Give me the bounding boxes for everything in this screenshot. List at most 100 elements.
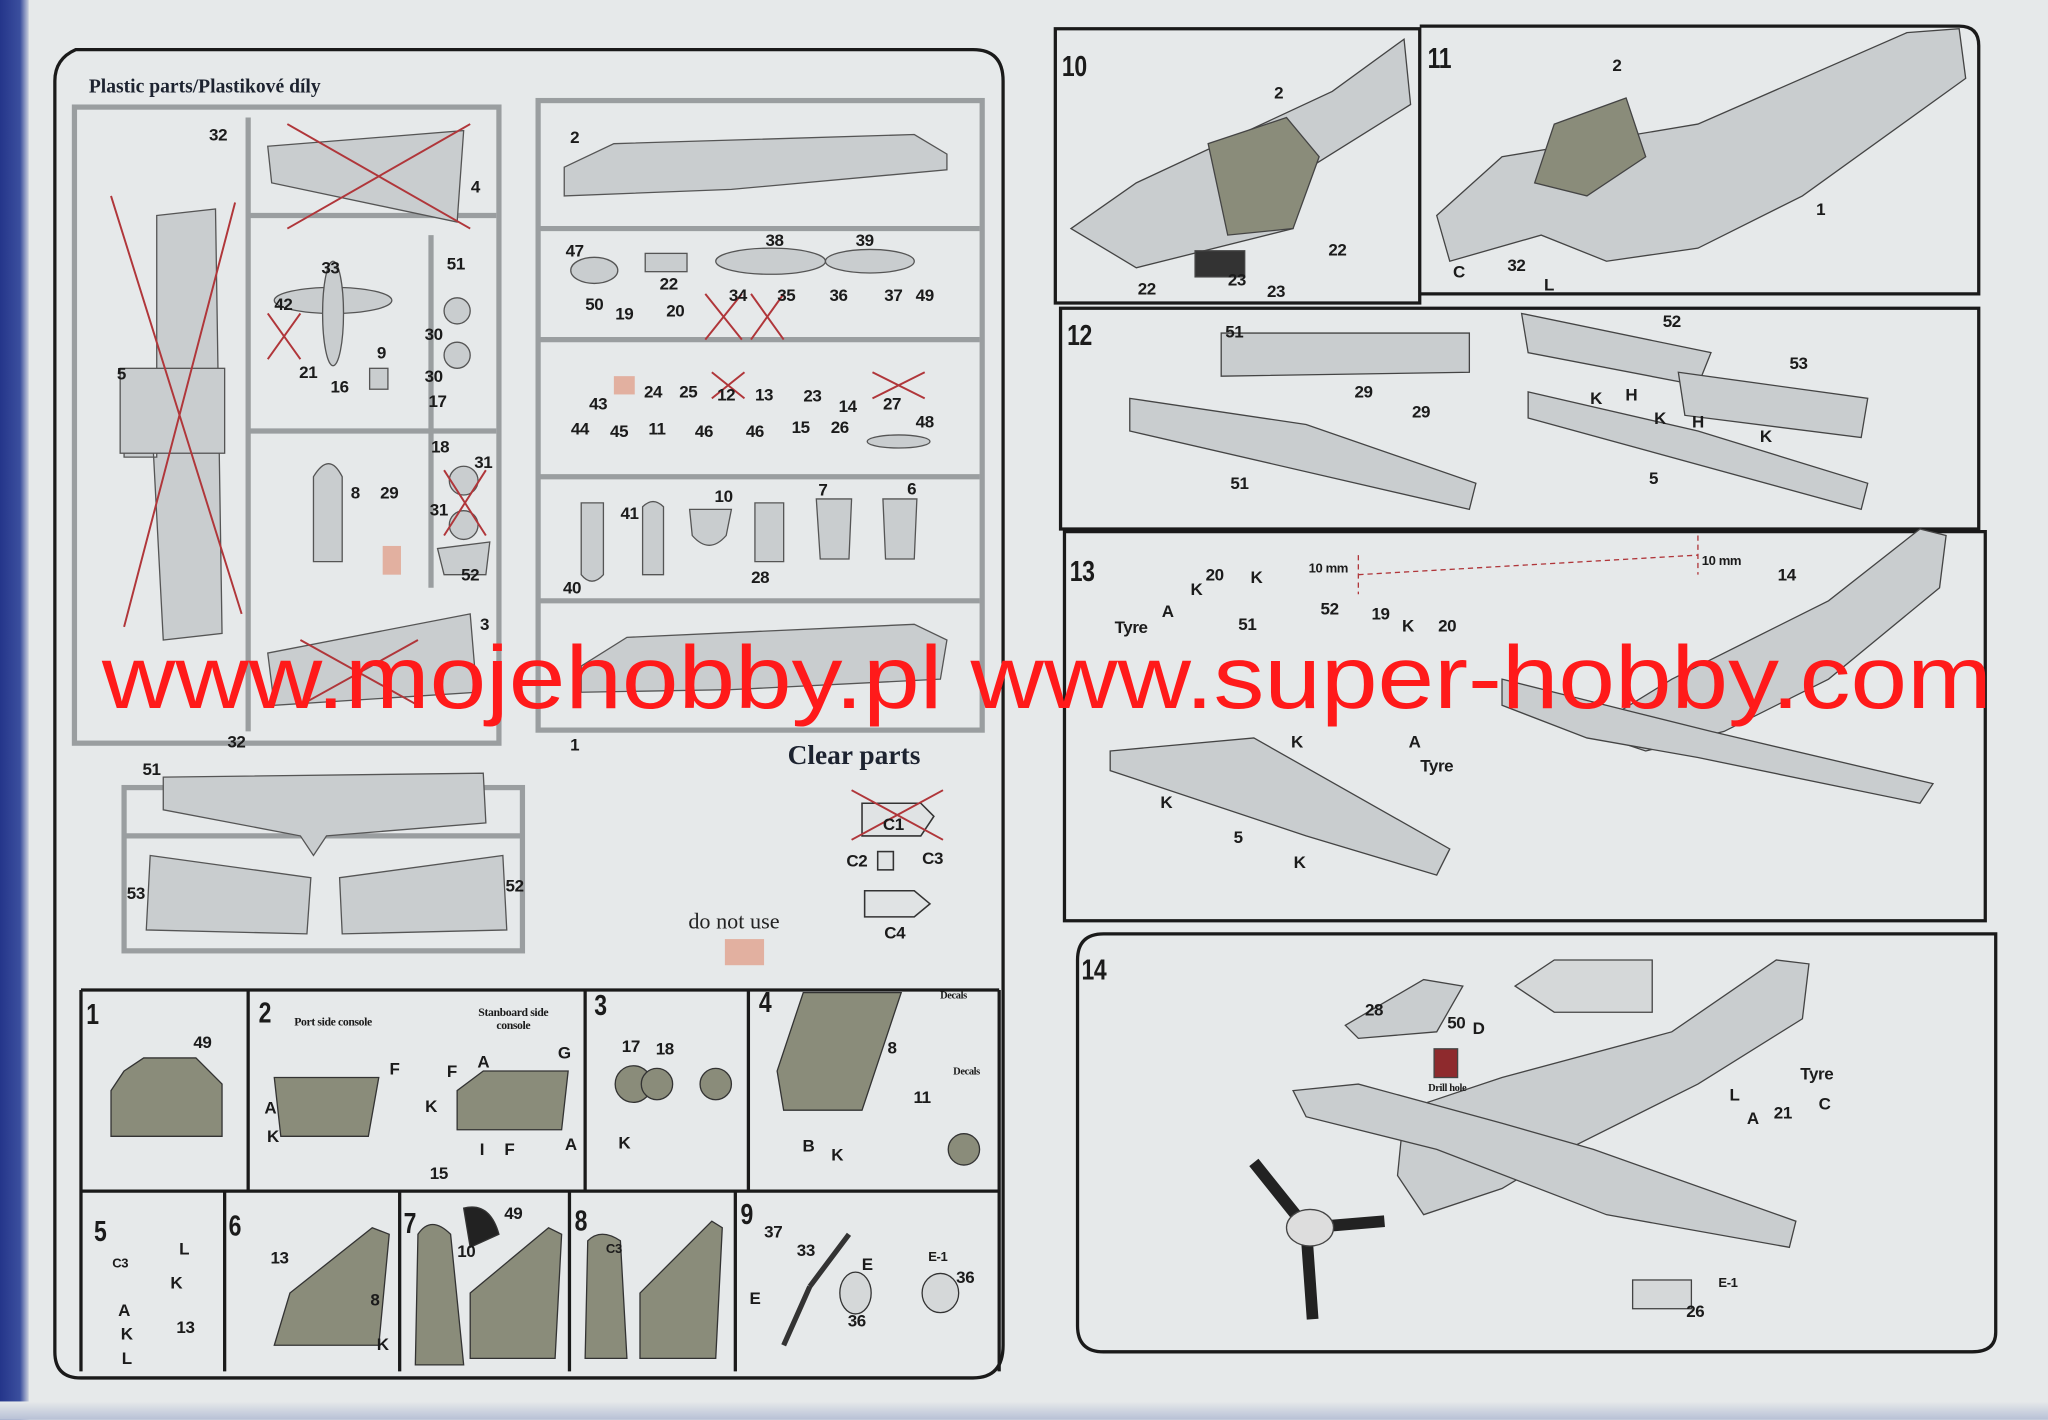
part-label: 51 xyxy=(446,254,466,274)
part-8 xyxy=(312,463,343,563)
part-label: K xyxy=(1291,732,1303,752)
part-2-fuselage xyxy=(563,133,948,197)
clear-part-c1 xyxy=(861,802,935,837)
part-label: 6 xyxy=(907,478,917,499)
part-label: Drill hole xyxy=(1428,1082,1467,1094)
step-number: 6 xyxy=(228,1209,242,1243)
clear-part-c2 xyxy=(876,850,895,871)
seat-step6 xyxy=(273,1226,390,1346)
part-label: 23 xyxy=(1227,269,1247,290)
part-label: 29 xyxy=(1354,382,1374,402)
part-label: 22 xyxy=(659,273,679,294)
part-48 xyxy=(866,434,931,449)
port-console xyxy=(273,1076,380,1137)
part-label: 5 xyxy=(1648,468,1659,488)
part-label: 1 xyxy=(570,734,580,755)
part-label: 51 xyxy=(1238,614,1257,635)
part-label: 31 xyxy=(474,452,493,473)
part-1-fuselage xyxy=(580,623,948,693)
part-label: 14 xyxy=(1777,564,1797,585)
step-number: 2 xyxy=(258,996,272,1030)
part-label: 8 xyxy=(887,1037,897,1058)
part-label: 26 xyxy=(830,417,850,437)
part-label: 3 xyxy=(480,614,490,635)
part-label: K xyxy=(267,1126,279,1147)
part-label: F xyxy=(504,1139,515,1160)
step-number: 3 xyxy=(594,988,607,1022)
part-label: 2 xyxy=(570,127,580,147)
wheel-30 xyxy=(443,341,471,369)
part-label: 29 xyxy=(380,482,399,503)
part-label: K xyxy=(376,1334,389,1354)
part-label: A xyxy=(477,1052,490,1072)
part-label: 38 xyxy=(765,230,784,251)
part-label: E-1 xyxy=(928,1250,948,1265)
part-label: C2 xyxy=(846,850,868,871)
part-label: 20 xyxy=(1205,564,1225,585)
step-number: 10 xyxy=(1061,49,1087,83)
part-label: 10 xyxy=(457,1241,476,1262)
wing-5-step12 xyxy=(1527,391,1869,511)
step-number: 12 xyxy=(1067,318,1093,352)
part-label: 36 xyxy=(956,1267,975,1288)
part-label: 8 xyxy=(370,1289,380,1310)
part-label: 7 xyxy=(818,479,828,500)
part-label: F xyxy=(389,1058,400,1079)
part-41 xyxy=(641,500,665,576)
part-label: 49 xyxy=(193,1032,212,1053)
part-label: 42 xyxy=(274,294,293,315)
part-label: K xyxy=(1293,852,1306,872)
part-label: L xyxy=(179,1238,190,1259)
part-label: 47 xyxy=(565,240,585,261)
part-40 xyxy=(580,502,605,582)
step-grid xyxy=(79,988,1001,1372)
part-label: 27 xyxy=(883,393,902,414)
part-label: K xyxy=(1654,408,1666,428)
part-22 xyxy=(644,252,688,273)
part-label: A xyxy=(264,1097,277,1118)
part-label: C3 xyxy=(112,1257,129,1272)
part-label: 21 xyxy=(299,362,318,383)
part-label: C4 xyxy=(884,922,906,943)
panel-14 xyxy=(1075,932,1998,1354)
part-label: 25 xyxy=(679,382,698,402)
part-52-wing xyxy=(338,854,508,935)
part-label: D xyxy=(1472,1018,1485,1038)
part-label: 51 xyxy=(142,759,161,780)
part-label: A xyxy=(1746,1108,1759,1128)
fuselage-step11 xyxy=(1435,28,1967,263)
part-label: 30 xyxy=(424,366,444,386)
do-not-use-swatch xyxy=(724,939,765,966)
part-label: Decals xyxy=(953,1065,980,1077)
part-label: 1 xyxy=(1816,199,1826,219)
part-47 xyxy=(570,256,619,285)
step-number: 11 xyxy=(1427,41,1452,75)
wheel-18 xyxy=(640,1067,674,1101)
part-label: Tyre xyxy=(1114,617,1148,637)
part-label: C1 xyxy=(882,814,904,834)
part-label: 46 xyxy=(745,421,765,441)
part-label: C3 xyxy=(605,1242,622,1258)
spinner-step14 xyxy=(1285,1208,1335,1247)
part-label: 28 xyxy=(751,567,770,588)
part-label: 52 xyxy=(1320,598,1340,619)
part-label: 28 xyxy=(1364,999,1384,1020)
part-label: 37 xyxy=(884,285,903,305)
part-label: H xyxy=(1625,384,1638,405)
part-label: C xyxy=(1452,261,1465,282)
part-label: 51 xyxy=(1225,321,1244,342)
drill-hole-icon xyxy=(1433,1048,1459,1079)
wheel-step4 xyxy=(947,1133,981,1166)
part-label: 20 xyxy=(1438,615,1457,636)
lower-wing-step12 xyxy=(1129,397,1477,511)
wing-step14 xyxy=(1292,1083,1797,1249)
part-label: 33 xyxy=(796,1240,816,1260)
part-label: 17 xyxy=(621,1036,641,1056)
part-label: 8 xyxy=(350,482,360,503)
part-label: K xyxy=(170,1272,183,1293)
part-label: 36 xyxy=(829,285,848,305)
part-label: 49 xyxy=(915,285,935,305)
part-label: A xyxy=(564,1134,577,1154)
part-label: K xyxy=(1190,579,1203,599)
